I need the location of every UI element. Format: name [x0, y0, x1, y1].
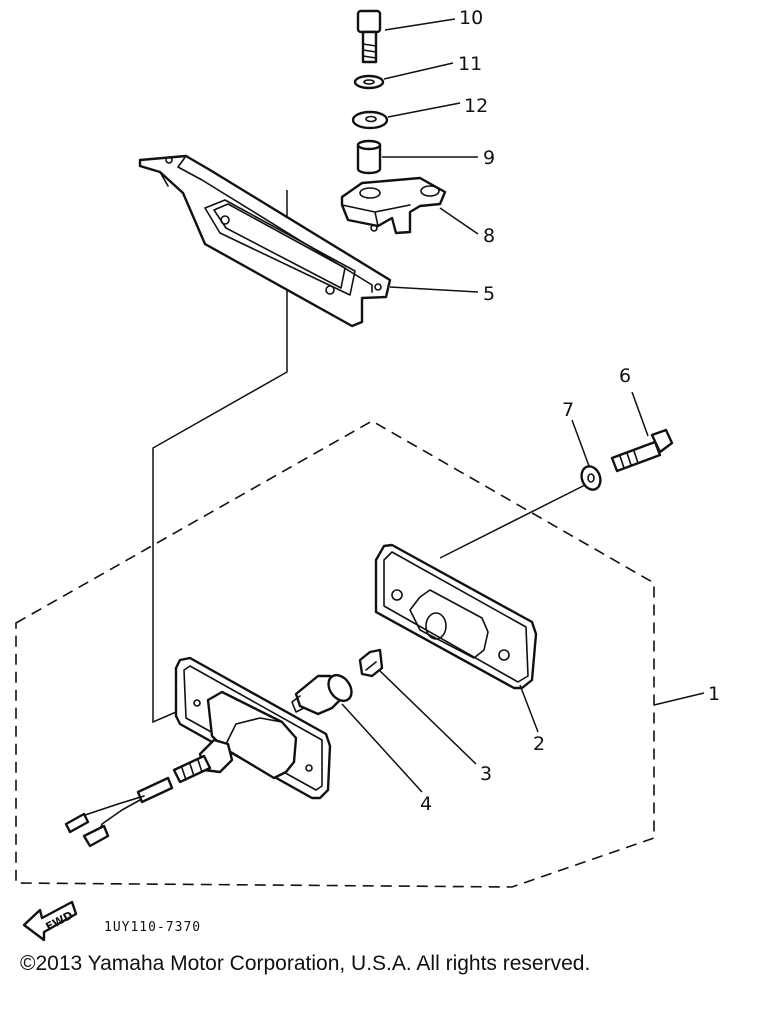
- leader-10: [384, 18, 456, 31]
- leader-1: [653, 692, 705, 706]
- callout-11: 11: [458, 53, 482, 75]
- fwd-arrow-icon: FWD: [22, 900, 78, 942]
- stay-8: [340, 176, 447, 235]
- callout-12: 12: [464, 95, 488, 117]
- bolt-6: [610, 428, 674, 473]
- callout-5: 5: [483, 283, 495, 305]
- callout-1: 1: [708, 683, 720, 705]
- callout-6: 6: [619, 365, 631, 387]
- leader-11: [383, 62, 454, 80]
- callout-10: 10: [459, 7, 483, 29]
- callout-8: 8: [483, 225, 495, 247]
- callout-7: 7: [562, 399, 574, 421]
- axis-line-6: [439, 484, 586, 559]
- leader-3: [379, 670, 477, 765]
- bolt-10: [356, 9, 382, 64]
- bulb-3: [358, 648, 384, 678]
- callout-2: 2: [533, 733, 545, 755]
- leader-5: [389, 286, 479, 293]
- spring-washer-11: [353, 74, 385, 90]
- washer-7: [580, 465, 602, 491]
- callout-3: 3: [480, 763, 492, 785]
- collar-9: [356, 139, 382, 175]
- callout-4: 4: [420, 793, 432, 815]
- leader-6: [631, 391, 649, 437]
- bracket-5: [138, 154, 392, 328]
- leader-12: [387, 102, 461, 118]
- leader-7: [571, 419, 590, 467]
- socket-4: [291, 673, 353, 716]
- leader-2: [519, 684, 539, 733]
- diagram-code: 1UY110-7370: [104, 920, 201, 935]
- washer-12: [351, 110, 389, 130]
- leader-8: [439, 207, 479, 235]
- copyright-text: ©2013 Yamaha Motor Corporation, U.S.A. A…: [20, 952, 591, 975]
- leader-4: [341, 703, 423, 793]
- callout-9: 9: [483, 147, 495, 169]
- housing-2: [374, 543, 538, 690]
- reference-line: [152, 190, 288, 724]
- lens-frame: [64, 656, 332, 848]
